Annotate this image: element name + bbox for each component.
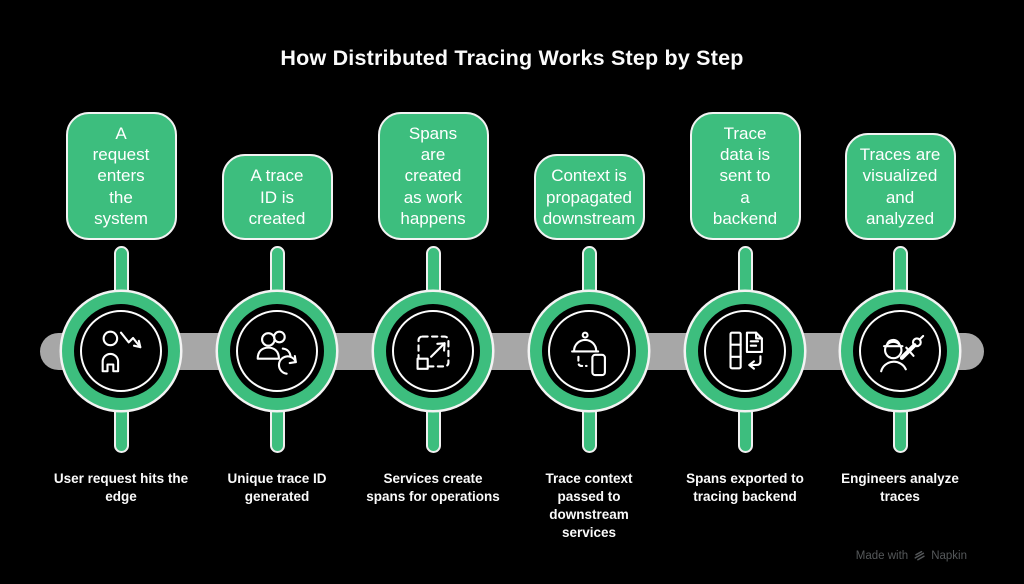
step-column-2: A trace ID is created Unique trace ID ge… xyxy=(199,0,355,584)
step-box: Spans are created as work happens xyxy=(377,111,489,240)
page-title: How Distributed Tracing Works Step by St… xyxy=(280,46,744,70)
step-node xyxy=(530,292,648,410)
timeline-track xyxy=(40,333,984,370)
step-column-3: Spans are created as work happens Servic… xyxy=(355,0,511,584)
step-node xyxy=(62,292,180,410)
step-caption: Engineers analyze traces xyxy=(841,471,959,504)
step-caption: Spans exported to tracing backend xyxy=(686,471,804,504)
step-caption: Unique trace ID generated xyxy=(227,471,327,504)
step-column-5: Trace data is sent to a backend Spans ex… xyxy=(667,0,823,584)
step-caption: Services create spans for operations xyxy=(366,471,500,504)
step-column-6: Traces are visualized and analyzed Engin… xyxy=(822,0,978,584)
export-backend-icon xyxy=(729,331,763,370)
step-box: A request enters the system xyxy=(65,111,177,240)
step-box: A trace ID is created xyxy=(221,154,333,240)
step-node xyxy=(218,292,336,410)
napkin-logo-icon xyxy=(914,550,925,561)
step-node xyxy=(374,292,492,410)
step-column-4: Context is propagated downstream Trace c… xyxy=(511,0,667,584)
watermark-prefix: Made with xyxy=(855,549,909,562)
user-request-icon xyxy=(101,330,142,373)
step-box: Context is propagated downstream xyxy=(533,154,645,240)
step-node xyxy=(841,292,959,410)
watermark-brand: Napkin xyxy=(931,549,967,562)
trace-id-users-refresh-icon xyxy=(256,330,297,375)
step-caption: Trace context passed to downstream servi… xyxy=(545,471,633,540)
step-box: Traces are visualized and analyzed xyxy=(844,133,956,240)
span-expand-icon xyxy=(416,335,450,370)
context-delivery-icon xyxy=(571,331,606,377)
watermark: Made with Napkin xyxy=(856,549,967,562)
step-column-1: A request enters the system User request… xyxy=(43,0,199,584)
step-box: Trace data is sent to a backend xyxy=(689,111,801,240)
step-node xyxy=(686,292,804,410)
step-caption: User request hits the edge xyxy=(53,471,189,504)
engineer-analyze-icon xyxy=(880,334,925,373)
